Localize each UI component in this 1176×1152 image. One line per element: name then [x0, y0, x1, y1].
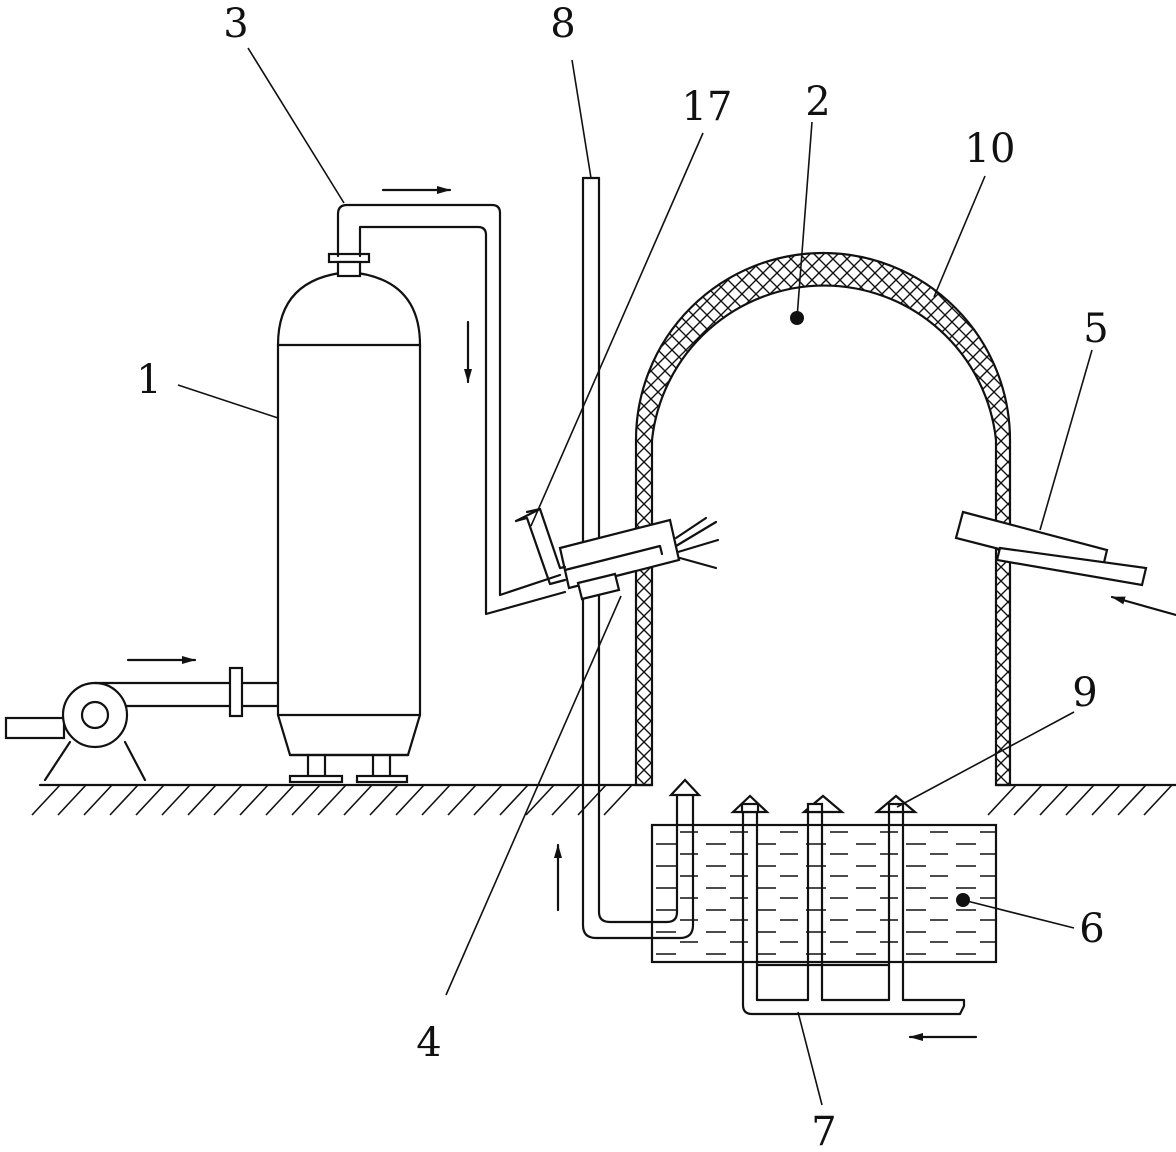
gas-pipe	[336, 203, 567, 616]
flow-arrows	[126, 186, 1176, 1041]
ground	[31, 783, 1176, 816]
ground-hatch-line	[1065, 784, 1095, 816]
ground-hatch-line	[187, 784, 217, 816]
side-inlet	[954, 510, 1148, 587]
label-liquid-pool: 6	[1079, 906, 1104, 952]
ground-hatch-line	[161, 784, 191, 816]
bottom-pipe	[730, 794, 966, 1016]
arrow-side-in	[1110, 595, 1176, 617]
label-burner: 4	[416, 1020, 441, 1066]
leader-lines	[177, 47, 1093, 1106]
tank	[276, 252, 422, 784]
callout-labels: 1 3 8 17 2 10 5 9 6 7 4	[136, 1, 1108, 1152]
burner	[558, 516, 720, 601]
ground-hatch-line	[499, 784, 529, 816]
ground-hatch-line	[1117, 784, 1147, 816]
ground-hatch-line	[291, 784, 321, 816]
ground-hatch-line	[525, 784, 555, 816]
label-tank: 1	[136, 357, 161, 403]
label-insulation-wall: 10	[965, 126, 1016, 172]
ground-hatch-line	[603, 784, 633, 816]
ground-hatch-line	[57, 784, 87, 816]
ground-hatch-line	[1091, 784, 1121, 816]
liquid-pool	[650, 823, 998, 964]
label-vertical-pipe: 8	[550, 1, 575, 47]
ground-hatch-line	[83, 784, 113, 816]
ground-hatch-line	[473, 784, 503, 816]
ground-hatch-line	[135, 784, 165, 816]
label-nozzle-caps: 9	[1072, 670, 1097, 716]
ground-hatch-line	[239, 784, 269, 816]
ground-hatch-line	[369, 784, 399, 816]
ground-hatch-line	[987, 784, 1017, 816]
ground-hatch-line	[213, 784, 243, 816]
label-bent-tube: 17	[682, 84, 733, 130]
ground-hatch-line	[395, 784, 425, 816]
label-bottom-pipe: 7	[811, 1109, 836, 1152]
label-chamber: 2	[805, 79, 830, 125]
label-side-inlet: 5	[1083, 306, 1108, 352]
ground-hatch-line	[1013, 784, 1043, 816]
ground-hatch-line	[109, 784, 139, 816]
bent-tube	[514, 507, 567, 586]
label-gas-pipe: 3	[223, 1, 248, 47]
chamber	[634, 251, 1012, 787]
ground-hatch-line	[447, 784, 477, 816]
pump	[4, 666, 280, 782]
ground-hatch-line	[1143, 784, 1173, 816]
ground-hatch-line	[265, 784, 295, 816]
ground-hatch-line	[421, 784, 451, 816]
ground-hatch-line	[31, 784, 61, 816]
ground-hatch-line	[1039, 784, 1069, 816]
ground-hatch-line	[343, 784, 373, 816]
ground-hatch-line	[317, 784, 347, 816]
ground-hatch-line	[551, 784, 581, 816]
